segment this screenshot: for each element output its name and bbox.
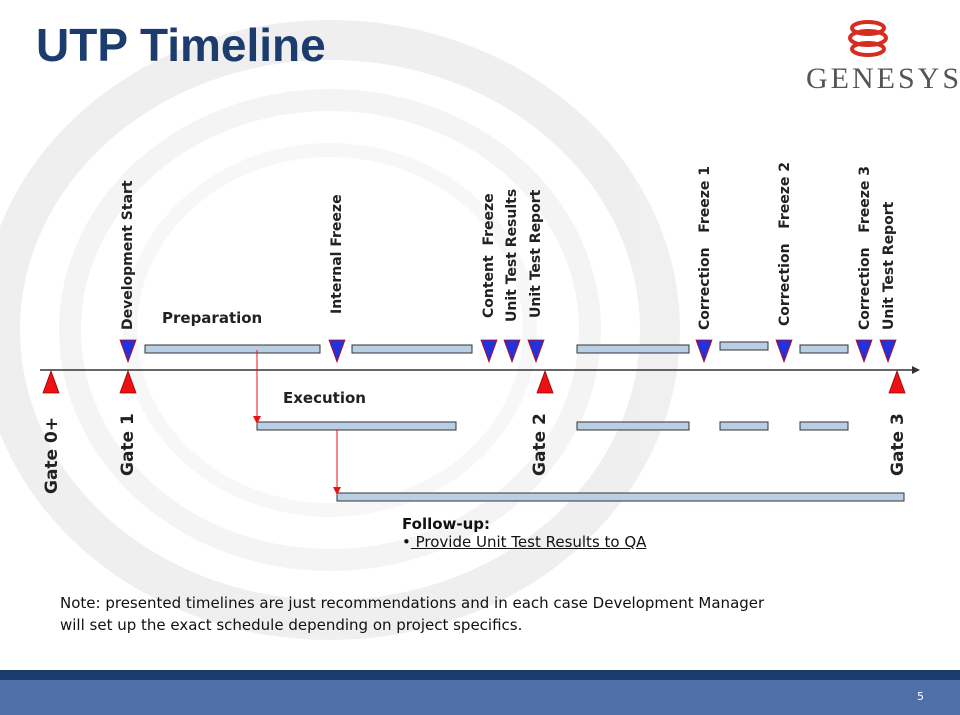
followup-item: • Provide Unit Test Results to QA	[402, 533, 647, 551]
execution-bar-4	[799, 421, 849, 431]
footer-bar	[0, 680, 960, 715]
gate2-marker-icon	[536, 369, 554, 394]
milestone-correction-freeze-2-icon	[775, 339, 793, 364]
milestone-correction-freeze-3-icon	[855, 339, 873, 364]
preparation-bar	[144, 344, 321, 354]
timeline-axis-arrowhead	[912, 366, 920, 374]
label-unit-test-report: Unit Test Report	[528, 189, 544, 318]
label-correction-freeze-3: Correction Freeze 3	[857, 165, 873, 330]
label-unit-test-report-2: Unit Test Report	[881, 201, 897, 330]
background-swoosh	[0, 20, 680, 640]
milestone-unit-test-report-2-icon	[879, 339, 897, 364]
label-development-start: Development Start	[120, 180, 136, 330]
label-preparation: Preparation	[162, 309, 263, 327]
execution-bar	[256, 421, 457, 431]
label-correction-freeze-2: Correction Freeze 2	[777, 161, 793, 326]
preparation-bar-2	[351, 344, 473, 354]
footer-stripe	[0, 670, 960, 680]
label-gate0: Gate 0+	[42, 416, 62, 494]
correction-bar-1	[576, 344, 690, 354]
label-gate1: Gate 1	[118, 413, 138, 476]
milestone-development-start-icon	[119, 339, 137, 364]
followup-heading: Follow-up:	[402, 515, 491, 533]
connector-arrow-followup	[333, 430, 341, 495]
milestone-correction-freeze-1-icon	[695, 339, 713, 364]
gate0-marker-icon	[42, 369, 60, 394]
genesys-logo-text: GENESYS®	[806, 62, 960, 95]
execution-bar-2	[576, 421, 690, 431]
gate1-marker-icon	[119, 369, 137, 394]
genesys-logo-icon	[848, 20, 888, 57]
correction-bar-2	[719, 341, 769, 351]
execution-bar-3	[719, 421, 769, 431]
gate3-marker-icon	[888, 369, 906, 394]
page-title: UTP Timeline	[36, 19, 326, 71]
label-unit-test-results: Unit Test Results	[504, 188, 520, 322]
label-gate2: Gate 2	[530, 413, 550, 476]
label-content-freeze: Content Freeze	[481, 193, 497, 318]
milestone-internal-freeze-icon	[328, 339, 346, 364]
note-text: Note: presented timelines are just recom…	[60, 594, 765, 634]
label-internal-freeze: Internal Freeze	[329, 194, 345, 314]
followup-block: Follow-up: • Provide Unit Test Results t…	[402, 515, 646, 551]
page-number: 5	[917, 690, 924, 703]
correction-bar-3	[799, 344, 849, 354]
milestone-content-freeze-icon	[480, 339, 498, 364]
milestone-unit-test-report-icon	[527, 339, 545, 364]
label-gate3: Gate 3	[888, 413, 908, 476]
label-execution: Execution	[283, 389, 366, 407]
connector-arrow-execution	[253, 350, 261, 424]
milestone-unit-test-results-icon	[503, 339, 521, 364]
followup-bar	[336, 492, 905, 502]
label-correction-freeze-1: Correction Freeze 1	[697, 165, 713, 330]
